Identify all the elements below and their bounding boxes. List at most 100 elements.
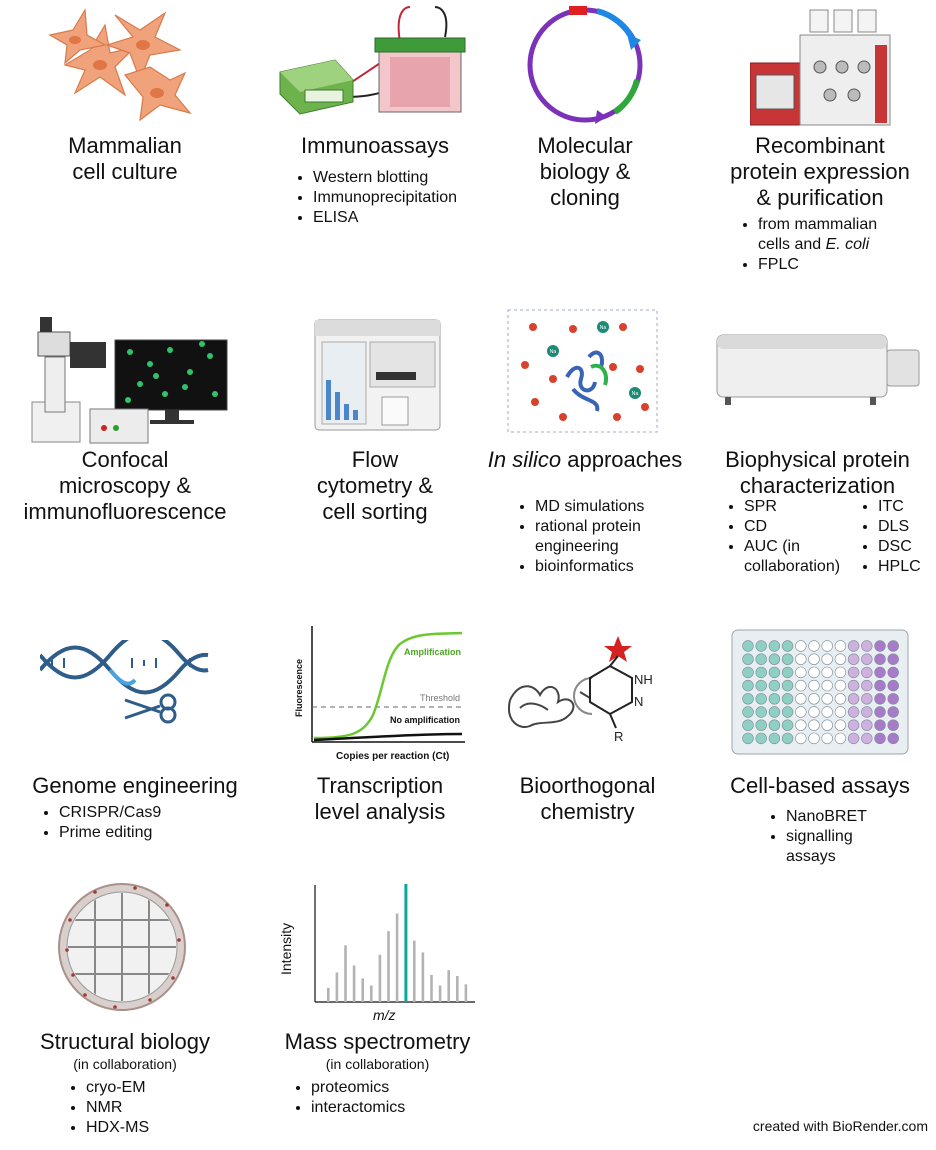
well	[874, 679, 886, 692]
well	[847, 666, 860, 679]
well	[874, 732, 886, 745]
confocal-microscope-illustration	[31, 317, 228, 444]
fplc-illustration	[750, 9, 891, 126]
well	[861, 732, 873, 745]
well	[768, 693, 781, 705]
well	[874, 666, 886, 679]
spectrum-peak	[387, 931, 390, 1002]
well	[847, 653, 860, 665]
dna-scissors-illustration	[40, 640, 209, 724]
y-axis-label: Intensity	[278, 923, 294, 975]
list-item: ELISA	[313, 208, 457, 228]
well	[755, 666, 767, 679]
list-item: bioinformatics	[535, 557, 644, 577]
well	[808, 640, 820, 652]
bioorthogonal-illustration: NH N R	[508, 636, 653, 744]
well	[795, 666, 807, 679]
list-item: FPLC	[758, 255, 877, 275]
well	[821, 666, 833, 679]
genome-title: Genome engineering	[32, 773, 238, 798]
well	[887, 693, 899, 705]
well	[887, 653, 899, 665]
sodium-label: Na	[550, 349, 557, 355]
well	[821, 679, 833, 692]
list-item: Prime editing	[59, 823, 161, 843]
list-item: NanoBRET	[786, 807, 867, 827]
well	[887, 666, 899, 679]
well	[768, 732, 781, 745]
spectrum-peak	[456, 976, 459, 1002]
well	[861, 679, 873, 692]
well	[847, 679, 860, 692]
well	[887, 640, 899, 652]
star-icon	[604, 636, 632, 662]
well	[795, 693, 807, 705]
well	[755, 653, 767, 665]
list-item: proteomics	[311, 1078, 405, 1098]
well	[874, 653, 886, 665]
structural-subtitle: (in collaboration)	[73, 1056, 177, 1072]
plasmid-illustration	[527, 6, 643, 124]
well	[887, 679, 899, 692]
well	[821, 719, 833, 731]
list-item: NMR	[86, 1098, 149, 1118]
well	[755, 732, 767, 745]
well	[742, 706, 754, 718]
well	[861, 666, 873, 679]
list-item: DLS	[878, 517, 921, 537]
spectrum-peak	[413, 940, 416, 1002]
flow-cytometer-illustration	[314, 319, 441, 431]
structural-list: cryo-EM NMR HDX-MS	[64, 1078, 149, 1138]
well	[834, 666, 847, 679]
well	[795, 679, 807, 692]
well	[768, 666, 781, 679]
well	[742, 693, 754, 705]
list-item: HDX-MS	[86, 1118, 149, 1138]
spectrum-peak	[344, 945, 347, 1002]
well	[808, 666, 820, 679]
well	[847, 732, 860, 745]
well	[821, 732, 833, 745]
qpcr-chart: Amplification Threshold No amplification…	[294, 626, 465, 762]
well	[874, 693, 886, 705]
well	[887, 732, 899, 745]
well	[834, 679, 847, 692]
series-amplification	[313, 631, 463, 740]
well	[821, 640, 833, 652]
well	[887, 719, 899, 731]
well	[834, 693, 847, 705]
well	[847, 706, 860, 718]
well	[808, 719, 820, 731]
well	[742, 653, 754, 665]
y-axis-label: Fluorescence	[294, 659, 304, 717]
n-label: N	[634, 694, 643, 709]
spectrum-peak-highlight	[404, 884, 408, 1002]
massspec-title: Mass spectrometry	[284, 1029, 471, 1054]
structural-title: Structural biology	[40, 1029, 210, 1054]
well	[834, 653, 847, 665]
list-item: ITC	[878, 497, 921, 517]
list-item: cryo-EM	[86, 1078, 149, 1098]
well	[768, 719, 781, 731]
r-label: R	[614, 729, 623, 744]
well	[808, 706, 820, 718]
well	[847, 693, 860, 705]
well	[755, 679, 767, 692]
cryo-em-grid-illustration	[58, 883, 186, 1011]
spectrum-peak	[361, 978, 364, 1002]
well	[808, 732, 820, 745]
well	[781, 653, 794, 665]
biophysical-list-right: ITC DLS DSC HPLC	[856, 497, 921, 577]
well	[781, 693, 794, 705]
well	[768, 653, 781, 665]
well	[795, 640, 807, 652]
spectrum-peak	[447, 970, 450, 1002]
